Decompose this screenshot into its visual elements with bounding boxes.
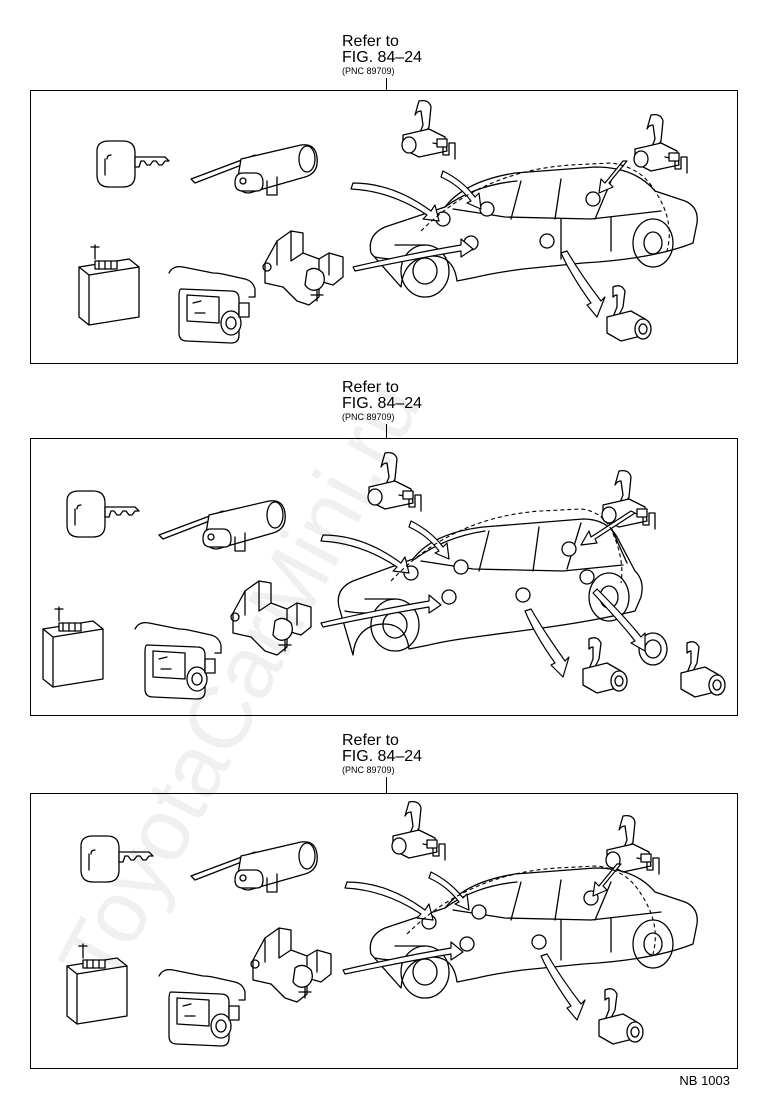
leader-line-1 — [386, 78, 387, 90]
wagon-car-icon — [337, 518, 643, 656]
door-lock-switch-icon — [134, 621, 222, 700]
pointer-arrows — [342, 863, 622, 1021]
panel-illustration — [42, 451, 726, 700]
control-relay-icon — [66, 943, 128, 1025]
reference-line-refer: Refer to — [342, 732, 399, 749]
door-lock-switch-icon — [158, 968, 246, 1047]
door-lock-switch-icon — [168, 265, 256, 344]
ignition-cylinder-icon — [158, 500, 286, 552]
diagram-panel-wagon — [30, 438, 738, 716]
diagram-panel-sedan-2 — [30, 793, 738, 1069]
pointer-arrows — [320, 510, 646, 678]
reference-line-refer: Refer to — [342, 379, 399, 396]
door-lock-cylinder-icon — [582, 637, 628, 694]
leader-line-3 — [386, 777, 387, 793]
callout-circles — [403, 541, 595, 605]
callout-circles — [435, 191, 601, 251]
sedan-car-icon — [369, 867, 698, 999]
ignition-key-icon — [66, 490, 140, 538]
diagram-panel-sedan-1 — [30, 90, 738, 364]
rear-lock-cylinder-icon — [680, 641, 726, 698]
reference-line-pnc: (PNC 89709) — [342, 412, 395, 422]
leader-line-2 — [386, 424, 387, 438]
panel-illustration — [66, 800, 698, 1047]
ignition-key-icon — [96, 140, 170, 188]
reference-line-refer: Refer to — [342, 33, 399, 50]
back-door-lock-icon — [601, 469, 656, 530]
door-latch-icon — [391, 800, 446, 861]
reference-line-pnc: (PNC 89709) — [342, 66, 395, 76]
drawing-code: NB 1003 — [679, 1073, 730, 1088]
reference-line-figure: FIG. 84–24 — [342, 49, 423, 66]
reference-line-figure: FIG. 84–24 — [342, 395, 423, 412]
reference-label-3: Refer to FIG. 84–24 (PNC 89709) — [342, 733, 422, 775]
door-lock-cylinder-icon — [606, 285, 652, 342]
pointer-arrows — [350, 160, 628, 318]
door-lock-actuator-icon — [633, 113, 688, 174]
reference-label-1: Refer to FIG. 84–24 (PNC 89709) — [342, 34, 422, 76]
control-relay-icon — [78, 244, 140, 326]
panel-illustration — [78, 99, 698, 344]
door-lock-cylinder-icon — [598, 988, 644, 1045]
door-latch-icon — [367, 451, 422, 512]
door-latch-icon — [401, 99, 456, 160]
reference-label-2: Refer to FIG. 84–24 (PNC 89709) — [342, 380, 422, 422]
steering-lock-unit-icon — [262, 230, 344, 306]
steering-lock-unit-icon — [230, 580, 312, 656]
control-relay-icon — [42, 606, 104, 688]
door-lock-actuator-icon — [605, 814, 660, 875]
sedan-car-icon — [369, 166, 698, 298]
reference-line-figure: FIG. 84–24 — [342, 748, 423, 765]
ignition-key-icon — [80, 835, 154, 883]
callout-circles — [421, 890, 599, 952]
reference-line-pnc: (PNC 89709) — [342, 765, 395, 775]
steering-lock-unit-icon — [250, 927, 332, 1003]
ignition-cylinder-icon — [190, 841, 318, 893]
ignition-cylinder-icon — [190, 144, 318, 196]
